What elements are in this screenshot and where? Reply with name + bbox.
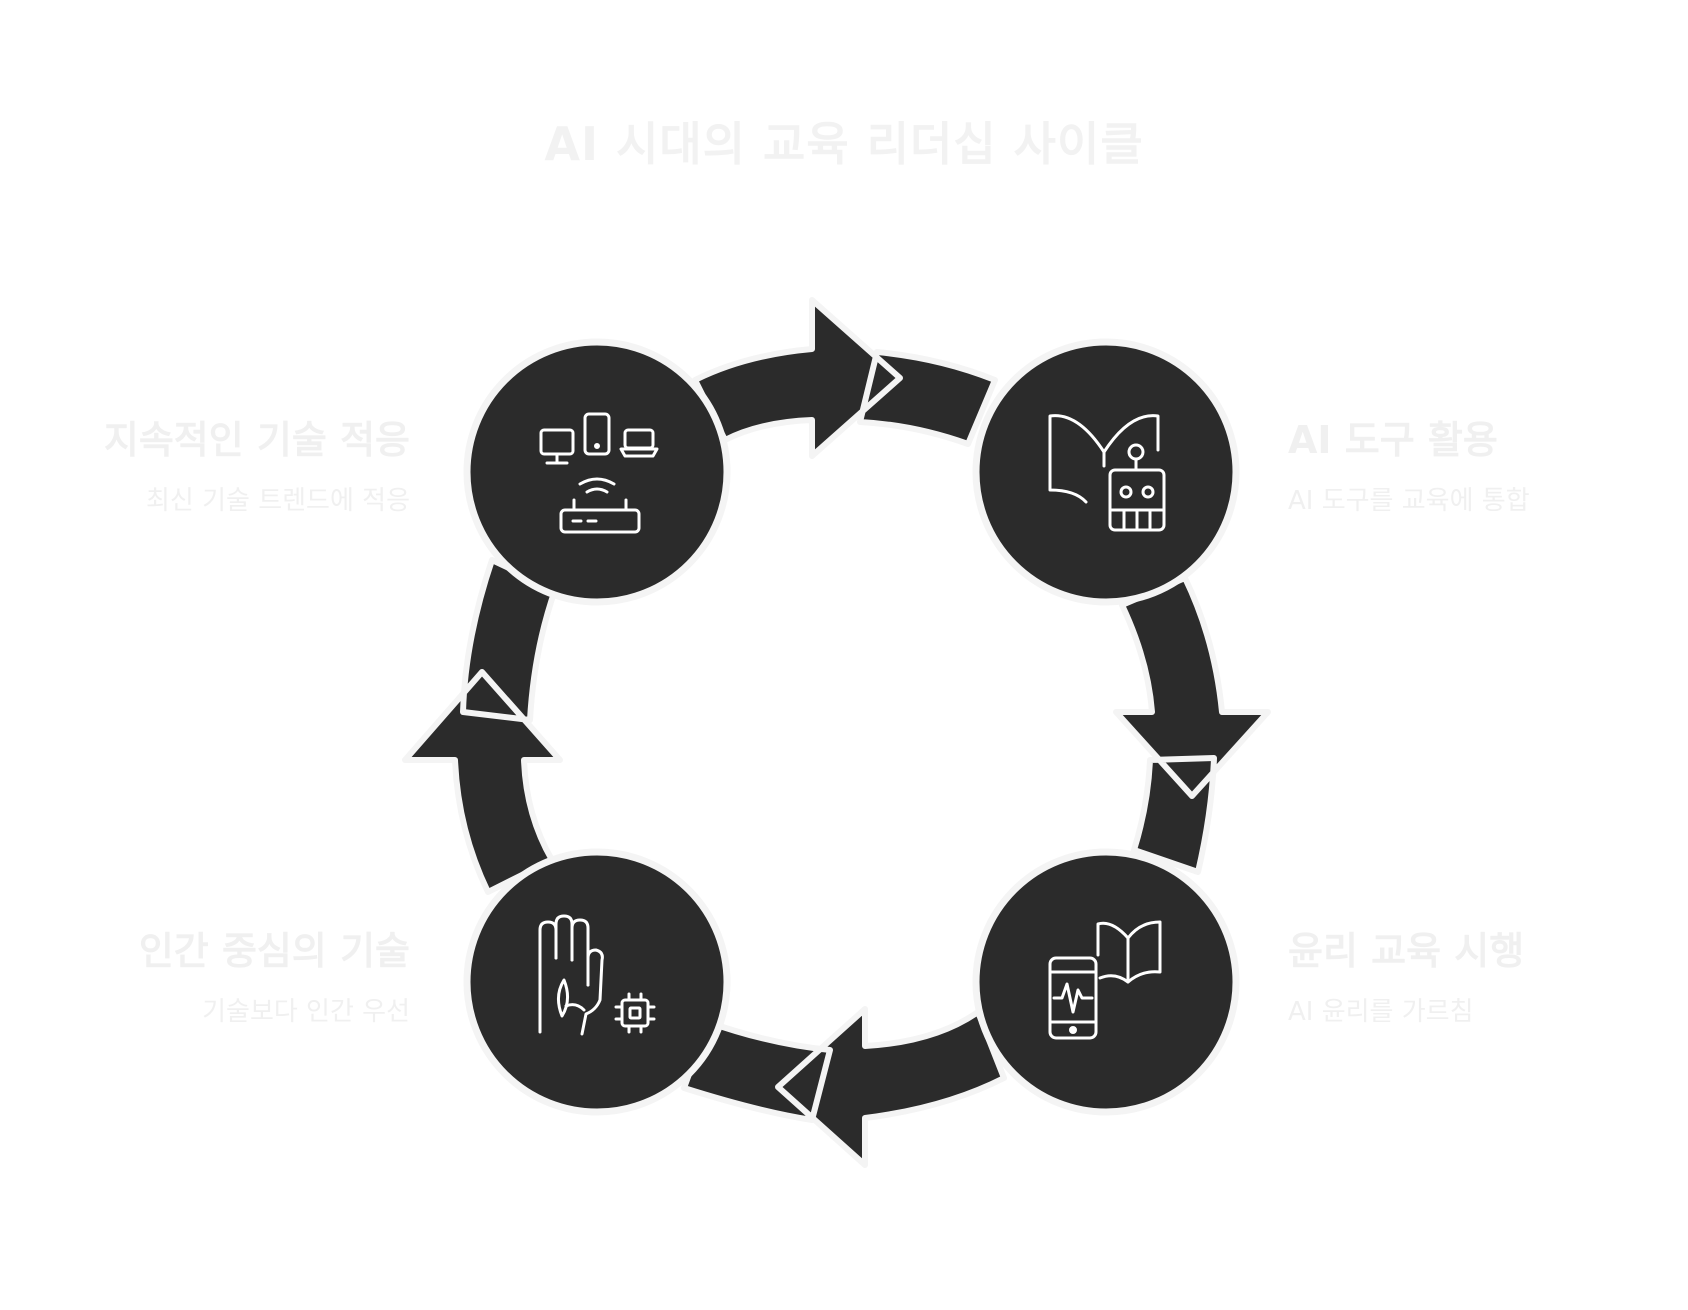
diagram-title: AI 시대의 교육 리더십 사이클 [544, 117, 1144, 171]
phone-book-icon [1048, 920, 1162, 1040]
step-title: 인간 중심의 기술 [138, 929, 410, 973]
node-ai-tools [972, 338, 1240, 606]
step-title: AI 도구 활용 [1288, 418, 1498, 462]
book-robot-icon [1048, 414, 1166, 532]
step-title: 윤리 교육 시행 [1288, 929, 1525, 973]
step-description: 최신 기술 트렌드에 적응 [146, 486, 410, 516]
step-ai-tools: AI 도구 활용 AI 도구를 교육에 통합 [1288, 417, 1648, 517]
step-continuous-adaptation: 지속적인 기술 적응 최신 기술 트렌드에 적응 [50, 417, 410, 517]
node-ethics-education [972, 848, 1240, 1116]
cycle-arrows [402, 297, 1271, 1168]
arrow-left [402, 557, 563, 895]
node-human-centered [463, 848, 731, 1116]
hand-chip-icon [538, 914, 656, 1036]
arrow-right [1113, 575, 1271, 875]
step-title: 지속적인 기술 적응 [103, 418, 410, 462]
step-description: 기술보다 인간 우선 [202, 997, 410, 1027]
cycle-nodes [463, 338, 1240, 1116]
arrow-bottom [681, 1006, 1007, 1168]
node-continuous-adaptation [463, 338, 731, 606]
step-human-centered: 인간 중심의 기술 기술보다 인간 우선 [50, 928, 410, 1028]
step-description: AI 윤리를 가르침 [1288, 997, 1474, 1027]
step-ethics-education: 윤리 교육 시행 AI 윤리를 가르침 [1288, 928, 1648, 1028]
devices-router-icon [539, 412, 659, 534]
arrow-top [692, 297, 998, 459]
step-description: AI 도구를 교육에 통합 [1288, 486, 1530, 516]
